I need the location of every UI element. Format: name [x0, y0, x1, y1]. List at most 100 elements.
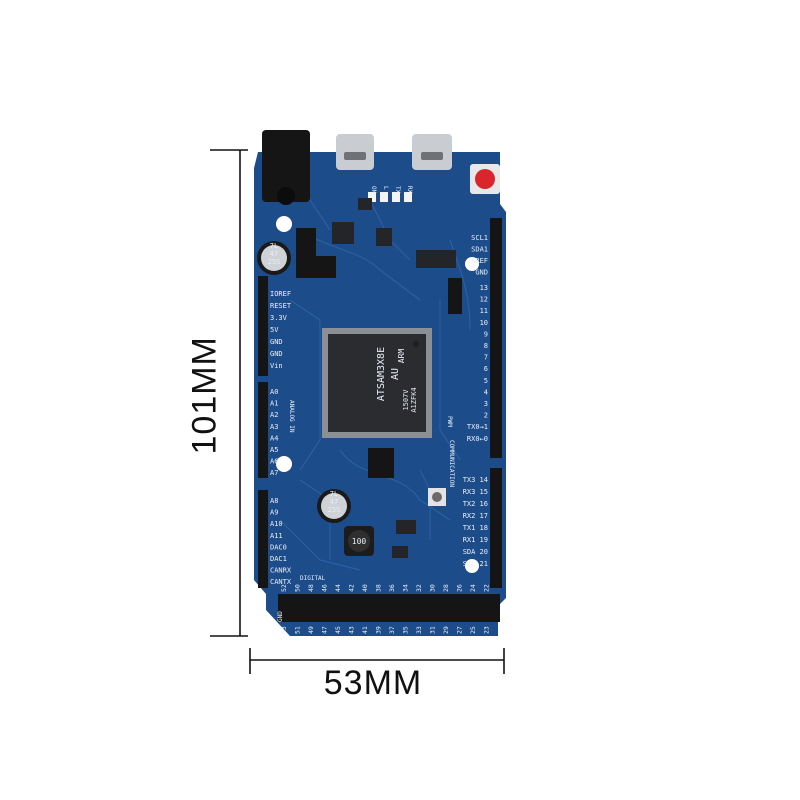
pwm-header-upper [490, 218, 502, 458]
pin-label: 49 [307, 626, 315, 634]
comm-header [490, 468, 502, 588]
pin-label: 27 [456, 626, 464, 634]
pin-label: 34 [402, 584, 410, 592]
pin-label: 39 [375, 626, 383, 634]
pin-label: A1 [270, 400, 278, 408]
pin-label: 45 [334, 626, 342, 634]
pin-label: 52 [280, 584, 288, 592]
inductor: 100 [344, 526, 374, 556]
pin-label: CANTX [270, 578, 292, 586]
pin-label: TX0→1 [467, 423, 488, 431]
pin-label: 8 [484, 342, 488, 350]
pin-label: 47 [321, 626, 329, 634]
pin-label: A9 [270, 509, 278, 517]
pin-label: 51 [294, 626, 302, 634]
mcu-chip: ATSAM3X8E AU 1507V A1ZFK4 ARM [322, 328, 432, 438]
usb-port-native [336, 134, 374, 170]
pin-label: RX1 19 [463, 536, 488, 544]
pin-label: RX0←0 [467, 435, 488, 443]
pin-label: 13 [480, 284, 488, 292]
pin-label: 35 [402, 626, 410, 634]
pin-label: 11 [480, 307, 488, 315]
width-dimension [249, 648, 505, 674]
pin-label: DAC1 [270, 555, 287, 563]
pin-label: 30 [429, 584, 437, 592]
analog-header [258, 382, 268, 478]
label-analog-in: ANALOG IN [288, 400, 295, 433]
pin-label: Vin [270, 362, 283, 370]
pin-label: A10 [270, 520, 283, 528]
led-label: ON [370, 186, 377, 194]
pin-label: 25 [469, 626, 477, 634]
digital-header [278, 594, 500, 622]
pin-label: GND [270, 338, 283, 346]
pin-label: SDA 20 [463, 548, 488, 556]
pin-label: 4 [484, 388, 488, 396]
pin-label: 23 [483, 626, 491, 634]
pin-label: A7 [270, 469, 278, 477]
width-label: 53MM [323, 664, 423, 702]
power-header [258, 276, 268, 376]
pin-label: 41 [361, 626, 369, 634]
dc-jack-hole-icon [277, 187, 295, 205]
mcu-label-lot: A1ZFK4 [410, 387, 418, 412]
pin-label: 12 [480, 296, 488, 304]
usb-port-programming [412, 134, 452, 170]
height-dimension [210, 149, 248, 637]
height-label: 101MM [185, 336, 224, 455]
led-label: L [382, 186, 389, 190]
pin-label: IOREF [270, 290, 291, 298]
analog-header-2 [258, 490, 268, 588]
pin-label: 5V [270, 326, 279, 334]
small-chips [332, 198, 456, 558]
pin-label: SCL1 [471, 234, 488, 242]
pin-label: RX2 17 [463, 512, 488, 520]
pin-label: 10 [480, 319, 488, 327]
pin-label: A4 [270, 434, 278, 442]
pin-label: 42 [348, 584, 356, 592]
pin-label: RESET [270, 302, 292, 310]
pin-label: 5 [484, 377, 488, 385]
label-digital: DIGITAL [300, 575, 326, 582]
pin-label: A6 [270, 458, 278, 466]
pin-label: A8 [270, 497, 278, 505]
pin-label: SDA1 [471, 246, 488, 254]
pin-label: 6 [484, 365, 488, 373]
pin-label: SCL 21 [463, 560, 488, 568]
pin-label: A2 [270, 411, 278, 419]
pin-label: 9 [484, 330, 488, 338]
pin-label: 44 [334, 584, 342, 592]
pin-label: 24 [469, 584, 477, 592]
pin-label: 36 [388, 584, 396, 592]
pin-label: A5 [270, 446, 278, 454]
pin-label: 7 [484, 354, 488, 362]
pin-label: RX3 15 [463, 488, 488, 496]
pin-label: 48 [307, 584, 315, 592]
label-pwm: PWM [446, 416, 453, 427]
icsp-header [296, 228, 462, 478]
pin-label: 37 [388, 626, 396, 634]
label-communication: COMMUNICATION [448, 440, 455, 487]
pin-label: 33 [415, 626, 423, 634]
pin-label: 43 [348, 626, 356, 634]
led-label: RX [406, 186, 413, 194]
pin-label: CANRX [270, 567, 292, 575]
pin-label: 26 [456, 584, 464, 592]
pin-label: 31 [429, 626, 437, 634]
mcu-label-date: 1507V [402, 389, 410, 411]
pin-label: 53 [280, 626, 288, 634]
pin-label: GND [475, 269, 488, 277]
pin-label: A11 [270, 532, 283, 540]
pin-label: 40 [361, 584, 369, 592]
